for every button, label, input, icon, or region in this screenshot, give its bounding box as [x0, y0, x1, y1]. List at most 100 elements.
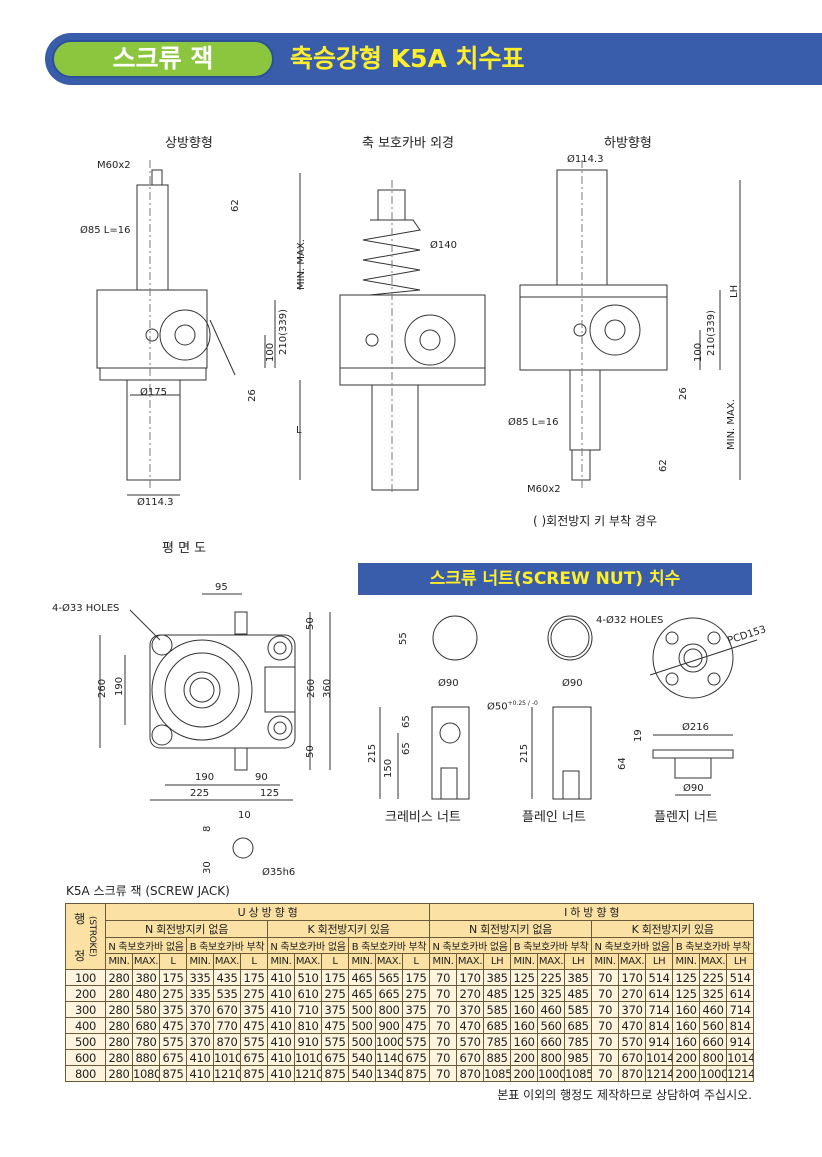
stroke-en: (STROKE): [86, 916, 97, 957]
value-cell: 325: [537, 985, 566, 1002]
column-header: MIN.: [672, 953, 701, 970]
value-cell: 1080: [132, 1065, 160, 1082]
value-cell: 225: [699, 969, 728, 986]
value-cell: 575: [159, 1033, 187, 1050]
value-cell: 410: [267, 1017, 295, 1034]
value-cell: 500: [348, 1033, 376, 1050]
value-cell: 335: [186, 969, 214, 986]
stroke-cell: 400: [65, 1017, 106, 1034]
value-cell: 814: [645, 1017, 674, 1034]
column-header: MIN.: [510, 953, 539, 970]
value-cell: 685: [564, 1017, 593, 1034]
value-cell: 540: [348, 1065, 376, 1082]
value-cell: 810: [294, 1017, 322, 1034]
value-cell: 435: [213, 969, 241, 986]
value-cell: 485: [483, 985, 512, 1002]
dim-d85-up: Ø85 L=16: [80, 225, 131, 236]
column-header: MAX.: [294, 953, 322, 970]
table-caption: K5A 스크류 잭 (SCREW JACK): [66, 884, 230, 898]
value-cell: 160: [672, 1001, 701, 1018]
value-cell: 1010: [213, 1049, 241, 1066]
value-cell: 575: [401, 1033, 431, 1050]
value-cell: 70: [591, 1017, 620, 1034]
column-header: MIN.: [267, 953, 295, 970]
value-cell: 560: [537, 1017, 566, 1034]
dim-m60-down: M60x2: [527, 484, 561, 495]
nut-drawings: [379, 615, 758, 800]
value-cell: 510: [294, 969, 322, 986]
value-cell: 1000: [537, 1065, 566, 1082]
holes-33-label: 4-Ø33 HOLES: [52, 603, 120, 614]
value-cell: 514: [645, 969, 674, 986]
value-cell: 1014: [726, 1049, 755, 1066]
dim-210-down: 210(339): [706, 310, 717, 356]
value-cell: 170: [456, 969, 485, 986]
value-cell: 1014: [645, 1049, 674, 1066]
value-cell: 70: [429, 985, 458, 1002]
value-cell: 514: [726, 969, 755, 986]
value-cell: 870: [618, 1065, 647, 1082]
view-title-upward: 상방향형: [165, 136, 213, 151]
dim-26-up: 26: [247, 389, 258, 402]
value-cell: 875: [240, 1065, 268, 1082]
column-header: L: [240, 953, 268, 970]
dim-190-left: 190: [114, 676, 125, 696]
value-cell: 470: [456, 1017, 485, 1034]
dim-key-d35: Ø35h6: [262, 867, 296, 878]
value-cell: 475: [240, 1017, 268, 1034]
value-cell: 280: [105, 1033, 133, 1050]
cover-header: N 축보호카바 없음: [105, 937, 187, 954]
dim-d1143-up: Ø114.3: [137, 497, 174, 508]
value-cell: 200: [510, 1065, 539, 1082]
column-header: LH: [483, 953, 512, 970]
value-cell: 270: [618, 985, 647, 1002]
anti-rotation-note: ( )회전방지 키 부착 경우: [533, 514, 657, 528]
nut-dim-215-clevis: 215: [367, 743, 378, 763]
value-cell: 910: [294, 1033, 322, 1050]
value-cell: 475: [321, 1017, 349, 1034]
value-cell: 275: [401, 985, 431, 1002]
value-cell: 540: [348, 1049, 376, 1066]
value-cell: 410: [267, 1033, 295, 1050]
value-cell: 125: [510, 985, 539, 1002]
holes-32-label: 4-Ø32 HOLES: [596, 615, 664, 626]
value-cell: 70: [591, 1049, 620, 1066]
nut-dim-150: 150: [383, 758, 394, 778]
dim-62-down: 62: [658, 459, 669, 472]
value-cell: 70: [591, 1033, 620, 1050]
upward-type-drawing: [96, 160, 301, 496]
dim-360: 360: [322, 678, 333, 698]
value-cell: 70: [591, 1001, 620, 1018]
d50-value: Ø50: [487, 701, 508, 713]
value-cell: 280: [105, 1001, 133, 1018]
stroke-cell: 600: [65, 1049, 106, 1066]
value-cell: 280: [105, 1049, 133, 1066]
cover-header: B 축보호카바 부착: [347, 937, 431, 954]
group-downward: I 하 방 향 형: [429, 903, 755, 921]
value-cell: 410: [267, 1065, 295, 1082]
stroke-cell: 200: [65, 985, 106, 1002]
value-cell: 675: [240, 1049, 268, 1066]
flange-nut-caption: 플렌지 너트: [654, 810, 718, 825]
value-cell: 380: [132, 969, 160, 986]
nut-dim-d90-plain: Ø90: [562, 678, 583, 689]
value-cell: 160: [510, 1033, 539, 1050]
value-cell: 275: [240, 985, 268, 1002]
value-cell: 275: [321, 985, 349, 1002]
value-cell: 375: [159, 1001, 187, 1018]
value-cell: 714: [645, 1001, 674, 1018]
value-cell: 575: [321, 1033, 349, 1050]
value-cell: 500: [348, 1017, 376, 1034]
cover-header: N 축보호카바 없음: [267, 937, 349, 954]
value-cell: 125: [510, 969, 539, 986]
value-cell: 125: [672, 985, 701, 1002]
column-header: LH: [726, 953, 755, 970]
subgroup: N 회전방지키 없음: [429, 920, 593, 938]
column-header: MAX.: [618, 953, 647, 970]
dim-26-down: 26: [678, 387, 689, 400]
value-cell: 480: [132, 985, 160, 1002]
value-cell: 914: [726, 1033, 755, 1050]
value-cell: 70: [429, 1033, 458, 1050]
column-header: LH: [645, 953, 674, 970]
value-cell: 70: [591, 969, 620, 986]
